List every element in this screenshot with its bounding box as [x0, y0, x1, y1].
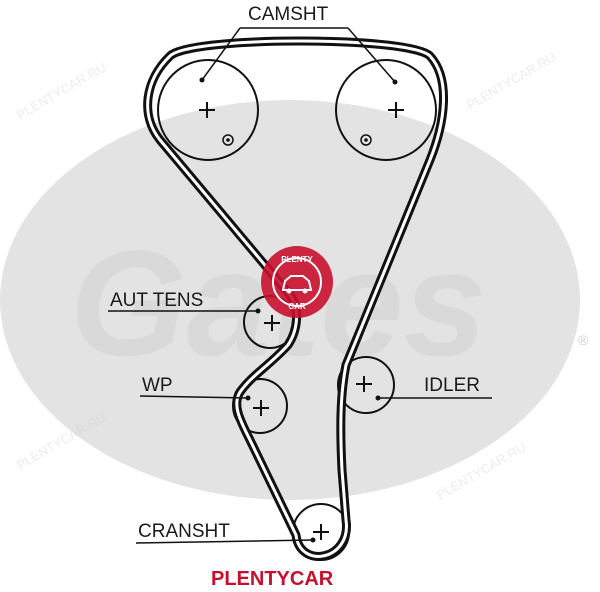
leader-dot	[392, 79, 398, 85]
leader-dot	[245, 395, 251, 401]
leader-dot	[310, 537, 316, 543]
leader-dot	[255, 308, 261, 314]
tiled-watermark-text: PLENTYCAR.RU	[464, 49, 558, 112]
car-wheel-icon	[286, 288, 292, 294]
crankshaft-label: CRANSHT	[138, 521, 230, 542]
timing-mark-dot	[364, 138, 368, 142]
wp-label: WP	[142, 375, 173, 396]
plentycar-seal: PLENTY CAR	[261, 246, 333, 318]
timing-mark-icon	[360, 134, 372, 146]
seal-top-text: PLENTY	[281, 255, 313, 264]
seal-inner-ring	[272, 257, 322, 307]
plus-icon	[199, 102, 215, 118]
camshaft-pulley-right	[335, 59, 437, 161]
leader-dot	[199, 77, 205, 83]
car-icon	[281, 275, 313, 291]
timing-mark-icon	[222, 134, 234, 146]
idler-label: IDLER	[424, 375, 480, 396]
aut-tens-label: AUT TENS	[110, 290, 203, 311]
car-wheel-icon	[302, 288, 308, 294]
gates-registered-mark: ®	[578, 332, 589, 348]
seal-bottom-text: CAR	[288, 302, 306, 311]
center-marks	[199, 102, 404, 540]
seal-outer-ring	[261, 246, 333, 318]
camshaft-leader-right	[347, 27, 396, 83]
timing-mark-dot	[226, 138, 230, 142]
plus-icon	[313, 524, 329, 540]
camshaft-label: CAMSHT	[248, 4, 329, 25]
plus-icon	[356, 376, 372, 392]
leader-dots	[199, 77, 398, 543]
leader-dot	[375, 395, 381, 401]
leader-lines	[108, 27, 492, 544]
crankshaft-leader	[135, 539, 314, 544]
plus-icon	[264, 315, 280, 331]
plentycar-brand: PLENTYCAR	[211, 568, 334, 590]
camshaft-leader-left	[201, 27, 241, 81]
timing-marks	[222, 134, 372, 146]
plus-icon	[253, 400, 269, 416]
idler-pulley	[337, 356, 395, 414]
camshaft-pulley-left	[157, 59, 259, 161]
tiled-watermark-text: PLENTYCAR.RU	[14, 59, 108, 122]
plus-icon	[388, 102, 404, 118]
wp-leader	[139, 395, 249, 399]
